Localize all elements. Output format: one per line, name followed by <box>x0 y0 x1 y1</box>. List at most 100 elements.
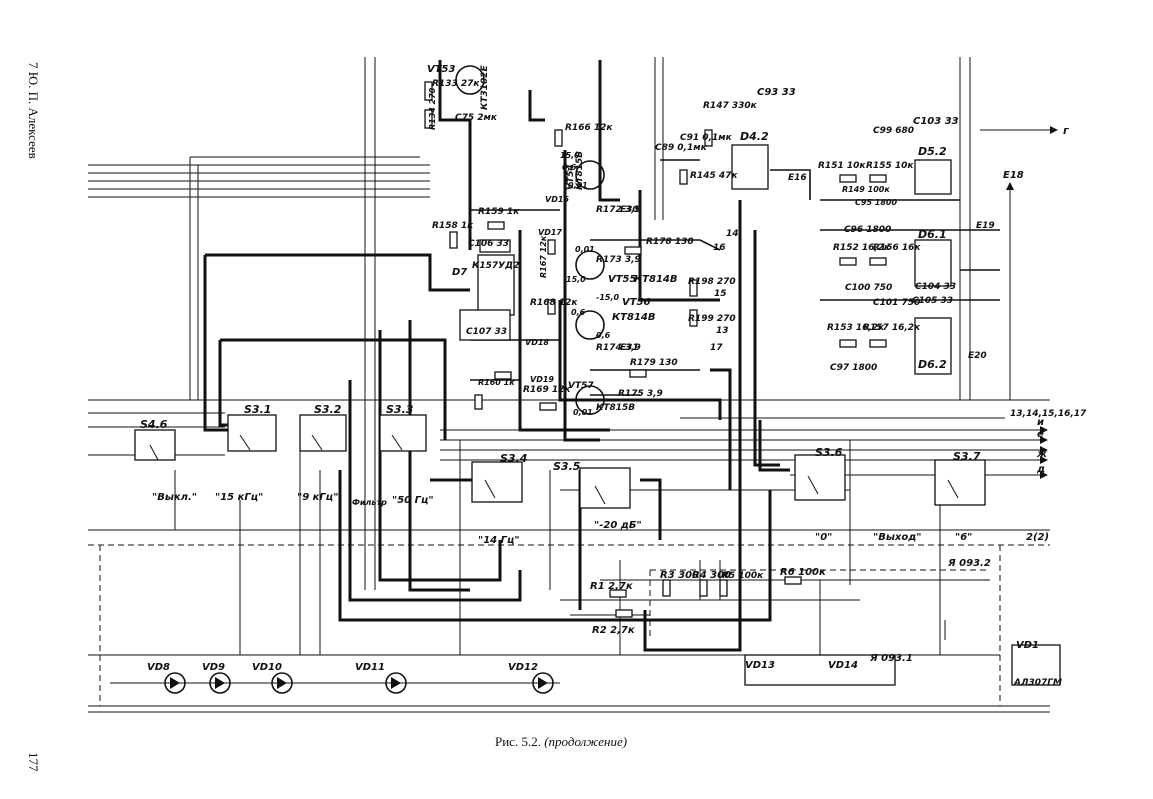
label-r166: R166 12к <box>565 123 613 133</box>
label-r198: R198 270 <box>688 277 736 287</box>
label-r178: R178 130 <box>646 237 694 247</box>
label-vt55-type: КТ814В <box>634 274 678 285</box>
label-net-15: 15 <box>714 289 727 299</box>
label-r145: R145 47к <box>690 171 738 181</box>
label-out-d: д <box>1036 464 1045 475</box>
label-e19: E19 <box>976 221 995 231</box>
mid-traces <box>470 159 1000 396</box>
label-c89: C89 0,1мк <box>655 143 708 153</box>
switch-s3-4 <box>471 461 523 503</box>
switch-group <box>134 414 986 509</box>
label-r155: R155 10к <box>866 161 914 171</box>
label-s3-7: S3.7 <box>953 450 981 463</box>
label-vd9: VD9 <box>202 662 225 673</box>
label-14hz: "14 Гц" <box>478 535 520 546</box>
label-r157: R157 16,2к <box>863 323 921 333</box>
label-six: "6" <box>955 532 972 543</box>
switch-s3-6 <box>794 454 846 501</box>
label-e18: E18 <box>1003 170 1024 181</box>
label-s3-2: S3.2 <box>314 403 342 416</box>
label-vt57-type: КТ815В <box>596 403 635 413</box>
label-r172: R172 3,9 <box>596 205 641 215</box>
label-r5: R5 100к <box>722 571 764 581</box>
label-50hz: "50 Гц" <box>392 495 434 506</box>
label-vd10: VD10 <box>252 662 282 673</box>
label-d6-1: D6.1 <box>918 228 947 241</box>
thin-wiring <box>174 417 1040 655</box>
label-c105: C105 33 <box>912 296 953 306</box>
label-r169: R169 12к <box>523 385 571 395</box>
label-r6: R6 100к <box>780 567 826 578</box>
label-r133: R133 27к <box>432 79 480 89</box>
label-r167: R167 12к <box>539 235 548 278</box>
label-vt56: VT56 <box>622 297 651 308</box>
label-net-17: 17 <box>710 343 723 353</box>
label-minus20db: "-20 дБ" <box>594 520 642 531</box>
label-k157ud2: К157УД2 <box>472 261 519 271</box>
label-r159: R159 1к <box>478 207 520 217</box>
switch-s3-5 <box>579 467 631 509</box>
label-zero: "0" <box>815 532 832 543</box>
label-vd17: VD17 <box>538 228 562 237</box>
switch-s4-6 <box>134 429 176 461</box>
label-s3-1: S3.1 <box>244 403 271 416</box>
label-r179: R179 130 <box>630 358 678 368</box>
label-v8: 0,6 <box>596 331 611 340</box>
label-out-zh: ж <box>1036 449 1048 460</box>
switch-s3-7 <box>934 459 986 506</box>
label-vd12: VD12 <box>508 662 538 673</box>
label-vyhod: "Выход" <box>873 532 921 543</box>
label-r2: R2 2,7к <box>592 625 635 636</box>
label-filter: Фильтр <box>352 498 387 507</box>
label-r147: R147 330к <box>703 101 758 111</box>
label-r160: R160 1к <box>478 378 515 387</box>
label-out-i: и <box>1037 417 1044 428</box>
label-v4: -15,0 <box>596 293 619 302</box>
label-c107: C107 33 <box>466 327 507 337</box>
output-arrows <box>980 126 1058 479</box>
label-s3-6: S3.6 <box>815 446 843 459</box>
label-net-13: 13 <box>716 326 729 336</box>
label-r151: R151 10к <box>818 161 866 171</box>
label-vd18: VD18 <box>525 338 549 347</box>
chip-d6-1 <box>914 239 952 287</box>
label-v7: 15,0 <box>566 275 586 284</box>
label-vt54: VT54 <box>566 164 576 190</box>
label-vd14: VD14 <box>828 660 858 671</box>
label-vd8: VD8 <box>147 662 170 673</box>
label-c93: C93 33 <box>757 87 796 98</box>
label-r199: R199 270 <box>688 314 736 324</box>
label-15khz: "15 кГц" <box>215 492 263 503</box>
label-out-g: г <box>1063 124 1070 137</box>
chip-d6-2 <box>914 317 952 375</box>
label-s3-3: S3.3 <box>386 403 414 416</box>
label-d7: D7 <box>452 267 467 278</box>
label-net-14: 14 <box>726 229 739 239</box>
page-number: 177 <box>26 752 41 772</box>
switch-s3-1 <box>227 414 277 452</box>
label-c97: C97 1800 <box>830 363 877 373</box>
label-vt53: VT53 <box>427 64 456 75</box>
label-c99: C99 680 <box>873 126 914 136</box>
label-r134: R134 270 <box>428 87 437 130</box>
label-c100: C100 750 <box>845 283 892 293</box>
label-net-16: 16 <box>713 243 726 253</box>
label-c95: C95 1800 <box>855 198 897 207</box>
label-c103: C103 33 <box>913 116 959 127</box>
frame-lines <box>88 57 1050 713</box>
switch-s3-2 <box>299 414 347 452</box>
label-d4-2: D4.2 <box>740 130 769 143</box>
label-s3-4: S3.4 <box>500 452 527 465</box>
caption-prefix: Рис. 5.2. <box>495 734 541 749</box>
label-r1: R1 2,7к <box>590 581 633 592</box>
label-e20: E20 <box>968 351 987 361</box>
label-vd19: VD19 <box>530 375 554 384</box>
circuit-diagram: VT53 КТ3102Е VT54 КТ815В VT55 КТ814В VT5… <box>88 57 1087 713</box>
label-v3: 0,01 <box>568 181 588 190</box>
label-r3: R3 300 <box>660 570 699 581</box>
transistors <box>455 65 605 415</box>
label-v5: 0,6 <box>571 308 586 317</box>
label-out-bus: 13,14,15,16,17 <box>1010 409 1087 419</box>
label-vykl: "Выкл." <box>152 492 197 503</box>
